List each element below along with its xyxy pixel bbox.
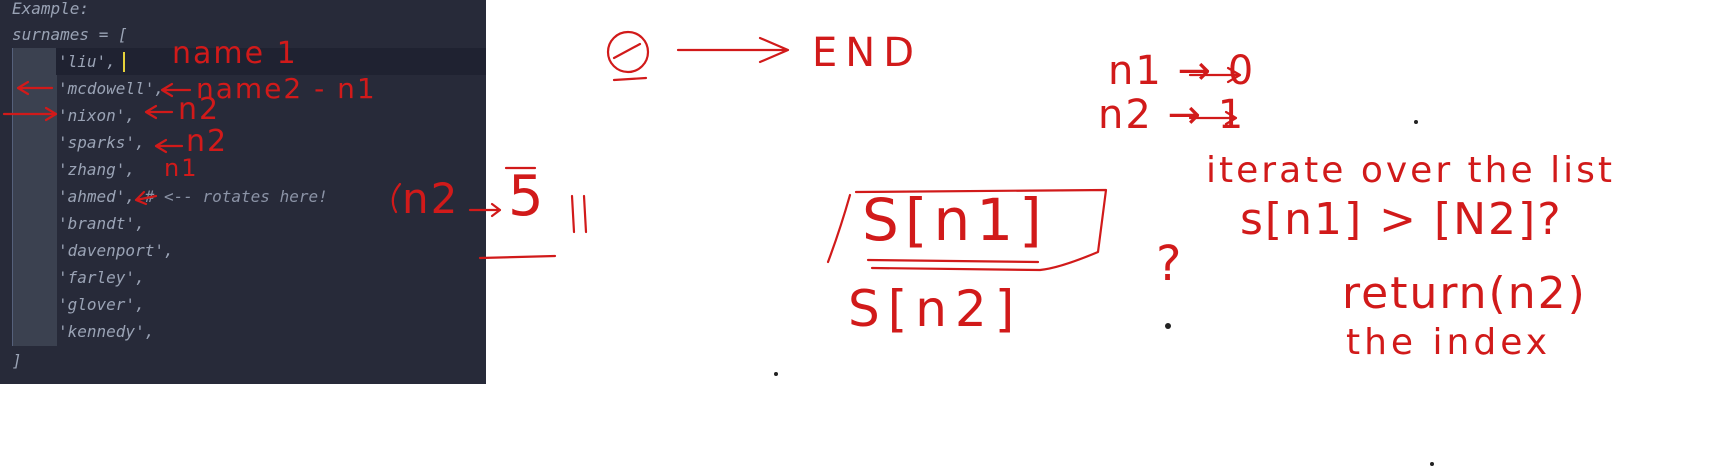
note-end: END xyxy=(812,30,922,76)
code-line-nixon: 'nixon', xyxy=(58,106,136,125)
code-line-zhang: 'zhang', xyxy=(58,160,136,179)
zero-underline xyxy=(612,76,648,82)
underline-five-bottom xyxy=(478,254,557,260)
box-s-n1 xyxy=(826,188,1108,272)
note-n2-a: n2 xyxy=(178,92,221,127)
code-line-ahmed: 'ahmed', # <-- rotates here! xyxy=(58,183,328,210)
note-n1: n1 xyxy=(164,154,199,182)
note-name1: name 1 xyxy=(172,36,298,71)
arrow-to-five xyxy=(468,202,502,218)
active-line-highlight xyxy=(56,48,486,75)
code-line-glover: 'glover', xyxy=(58,295,145,314)
note-the-index: the index xyxy=(1346,322,1552,363)
arrow-n2-1 xyxy=(1188,110,1238,126)
code-line-farley: 'farley', xyxy=(58,268,145,287)
double-bar xyxy=(570,194,588,234)
note-n1-to-0: n1 → 0 xyxy=(1108,48,1256,94)
text-cursor xyxy=(123,52,125,72)
code-line-close-bracket: ] xyxy=(12,351,22,370)
note-question: ? xyxy=(1156,236,1184,292)
arrow-left-ahmed xyxy=(134,190,158,206)
code-line-kennedy: 'kennedy', xyxy=(58,322,155,341)
code-line-example: Example: xyxy=(12,0,90,18)
arrow-left-mcdowell xyxy=(16,80,54,96)
note-iterate: iterate over the list xyxy=(1206,150,1615,191)
code-line-liu: 'liu', xyxy=(58,52,116,71)
code-line-sparks: 'sparks', xyxy=(58,133,145,152)
underline-s-n1 xyxy=(866,258,1040,264)
dot-2 xyxy=(774,372,778,376)
code-line-mcdowell: 'mcdowell', xyxy=(58,79,164,98)
dot-1 xyxy=(1414,120,1418,124)
arrow-left-mcdowell-label xyxy=(160,82,192,98)
dot-4 xyxy=(1430,462,1434,466)
code-line-davenport: 'davenport', xyxy=(58,241,174,260)
note-five: 5 xyxy=(508,164,546,229)
dot-3 xyxy=(1165,323,1171,329)
bracket-stroke xyxy=(391,182,402,214)
code-comment: # <-- rotates here! xyxy=(144,187,328,206)
code-ahmed-value: 'ahmed', xyxy=(58,187,136,206)
arrow-right-nixon xyxy=(2,106,58,122)
note-return: return(n2) xyxy=(1342,268,1587,319)
arrow-left-sparks-label xyxy=(154,138,184,154)
arrow-n1-0 xyxy=(1188,66,1242,84)
note-compare: s[n1] > [N2]? xyxy=(1240,194,1563,245)
note-s-n2: S[n2] xyxy=(848,280,1023,338)
code-editor-panel[interactable]: Example: surnames = [ 'liu', 'mcdowell',… xyxy=(0,0,486,384)
note-name2: name2 - n1 xyxy=(196,72,377,105)
arrow-left-nixon-label xyxy=(144,104,174,120)
zero-slash xyxy=(612,42,642,60)
note-n2-c: n2 xyxy=(402,174,460,223)
code-line-brandt: 'brandt', xyxy=(58,214,145,233)
note-n2-to-1: n2 → 1 xyxy=(1098,92,1246,138)
note-n2-b: n2 xyxy=(186,124,229,159)
arrow-to-end xyxy=(676,36,790,64)
zero-circle xyxy=(606,30,650,74)
code-line-surnames: surnames = [ xyxy=(12,25,128,44)
note-s-n1: S[n1] xyxy=(862,186,1048,254)
indent-gutter xyxy=(12,48,57,346)
